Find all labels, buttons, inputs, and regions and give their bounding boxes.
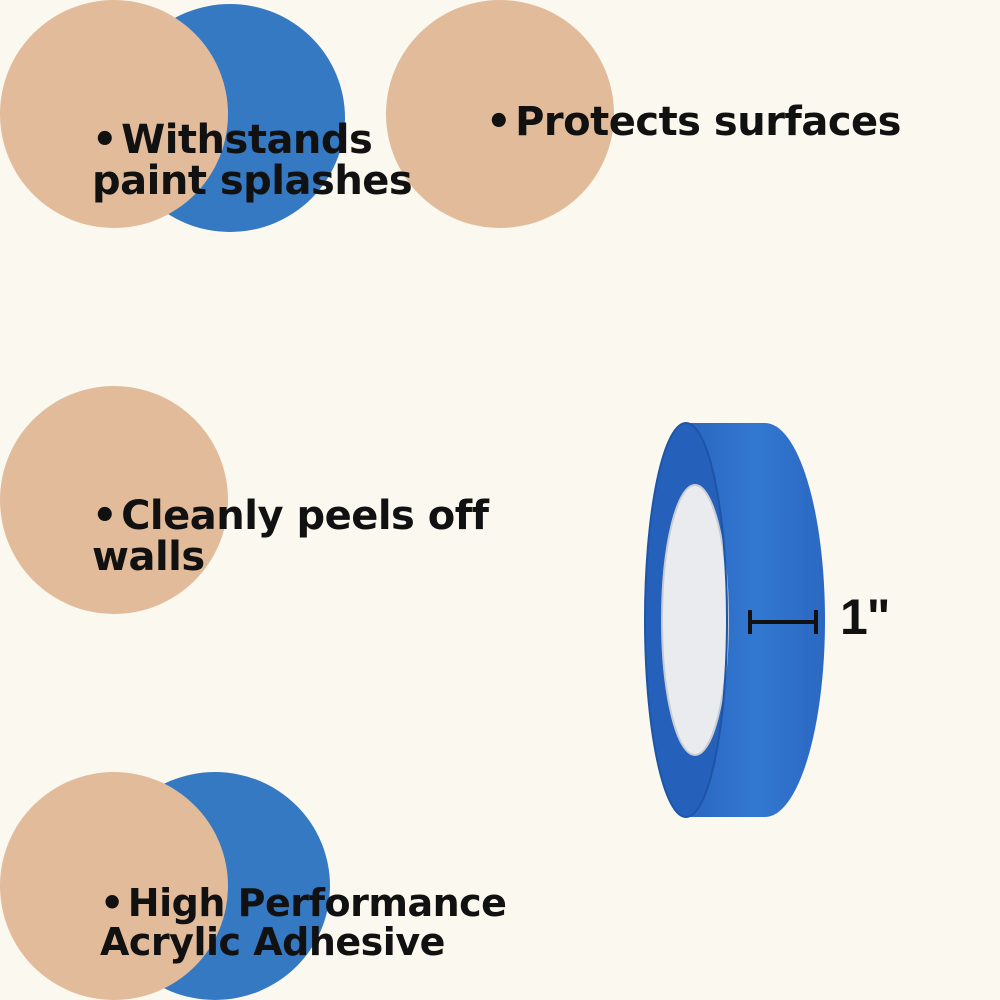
feature-line: paint splashes xyxy=(92,157,413,204)
feature-protects-surfaces: •Protects surfaces xyxy=(486,102,901,143)
bullet-icon: • xyxy=(92,117,118,163)
tan-circle-middle-left xyxy=(0,386,228,614)
feature-line: Withstands xyxy=(121,117,373,163)
feature-line: Protects surfaces xyxy=(515,99,901,145)
tape-core xyxy=(661,484,729,756)
feature-line: Cleanly peels off xyxy=(121,493,489,539)
bullet-icon: • xyxy=(100,881,124,925)
bullet-icon: • xyxy=(92,493,118,539)
tan-circle-top-left xyxy=(0,0,228,228)
feature-line: Acrylic Adhesive xyxy=(100,919,445,964)
tan-circle-bottom-left xyxy=(0,772,228,1000)
feature-line: walls xyxy=(92,533,205,580)
tape-face-edge xyxy=(644,422,728,818)
tan-circle-top-middle xyxy=(386,0,614,228)
feature-acrylic-adhesive: •High Performance Acrylic Adhesive xyxy=(100,881,507,964)
feature-cleanly-peels: •Cleanly peels off walls xyxy=(92,496,489,578)
width-label: 1" xyxy=(840,589,891,645)
feature-withstands-paint: •Withstands paint splashes xyxy=(92,117,413,204)
bullet-icon: • xyxy=(486,99,512,145)
width-dimension-icon xyxy=(748,610,818,634)
feature-line: High Performance xyxy=(127,881,507,925)
